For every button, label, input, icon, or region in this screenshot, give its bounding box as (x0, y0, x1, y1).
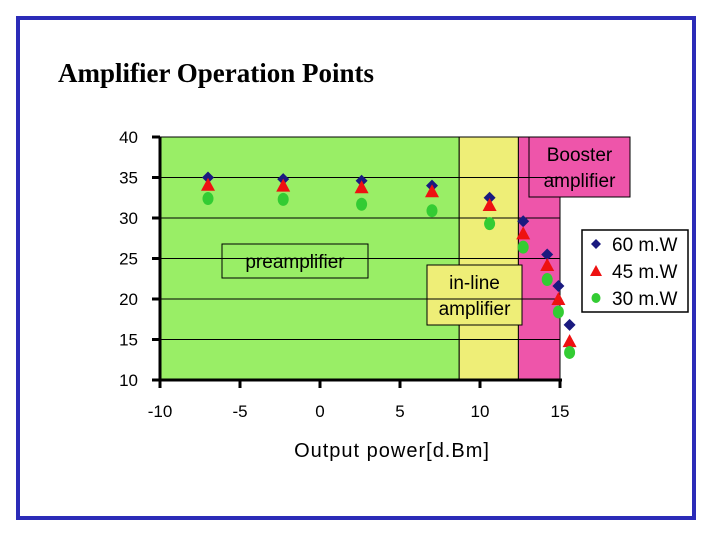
region-label-box (426, 264, 523, 326)
legend: 60 m.W 45 m.W 30 m.W (581, 229, 689, 313)
point-60-m-w (541, 248, 554, 261)
region-label-text: amplifier (439, 299, 511, 320)
y-tick-label: 10 (119, 371, 138, 390)
point-45-m-w (425, 184, 439, 198)
y-tick-label: 25 (119, 250, 138, 269)
legend-marker-circle (591, 293, 601, 303)
legend-label: 30 m.W (612, 289, 678, 310)
data-points (201, 171, 577, 359)
point-45-m-w (276, 178, 291, 192)
x-tick-label: 15 (551, 402, 570, 421)
point-60-m-w (483, 191, 496, 204)
region-label-text: amplifier (544, 171, 616, 192)
legend-marker-diamond (591, 239, 601, 249)
y-tick-label: 20 (119, 290, 138, 309)
point-45-m-w (562, 334, 577, 348)
point-30-m-w (277, 192, 289, 206)
point-30-m-w (541, 273, 553, 287)
point-30-m-w (356, 197, 368, 211)
point-30-m-w (484, 217, 496, 231)
x-tick-label: 5 (395, 402, 404, 421)
legend-label: 45 m.W (612, 262, 678, 283)
x-tick-label: 10 (471, 402, 490, 421)
y-tick-label: 35 (119, 169, 138, 188)
point-30-m-w (202, 192, 214, 206)
y-tick-label: 30 (119, 209, 138, 228)
point-30-m-w (552, 305, 564, 319)
region-label-box (221, 243, 369, 279)
horizontal-gridlines (160, 136, 560, 340)
point-30-m-w (564, 345, 576, 359)
region-label-box (528, 136, 631, 198)
region-label-text: Booster (547, 145, 613, 166)
point-30-m-w (426, 204, 438, 218)
x-tick-label: -5 (232, 402, 247, 421)
point-60-m-w (552, 280, 565, 293)
point-45-m-w (201, 177, 215, 191)
region-label-text: in-line (449, 273, 500, 294)
x-tick-label: 0 (315, 402, 324, 421)
point-60-m-w (202, 171, 214, 184)
legend-label: 60 m.W (612, 235, 678, 256)
y-tick-label: 15 (119, 331, 138, 350)
point-45-m-w (482, 198, 497, 212)
legend-marker-triangle (590, 265, 602, 276)
point-60-m-w (517, 215, 530, 228)
region-label-text: preamplifier (245, 252, 345, 273)
tick-labels: 40 35 30 25 20 15 10 -10 -5 0 5 10 15 (119, 128, 569, 421)
y-tick-label: 40 (119, 128, 138, 147)
point-45-m-w (540, 257, 555, 271)
point-45-m-w (551, 292, 566, 305)
point-45-m-w (516, 226, 531, 240)
axes (152, 135, 562, 388)
point-30-m-w (517, 240, 529, 254)
x-axis-title: Output power[d.Bm] (294, 440, 490, 462)
region-labels: preamplifier in-line amplifier Booster ampli… (221, 136, 631, 326)
slide-title: Amplifier Operation Points (58, 58, 374, 88)
x-tick-label: -10 (148, 402, 173, 421)
point-45-m-w (354, 180, 369, 194)
point-60-m-w (563, 318, 576, 331)
